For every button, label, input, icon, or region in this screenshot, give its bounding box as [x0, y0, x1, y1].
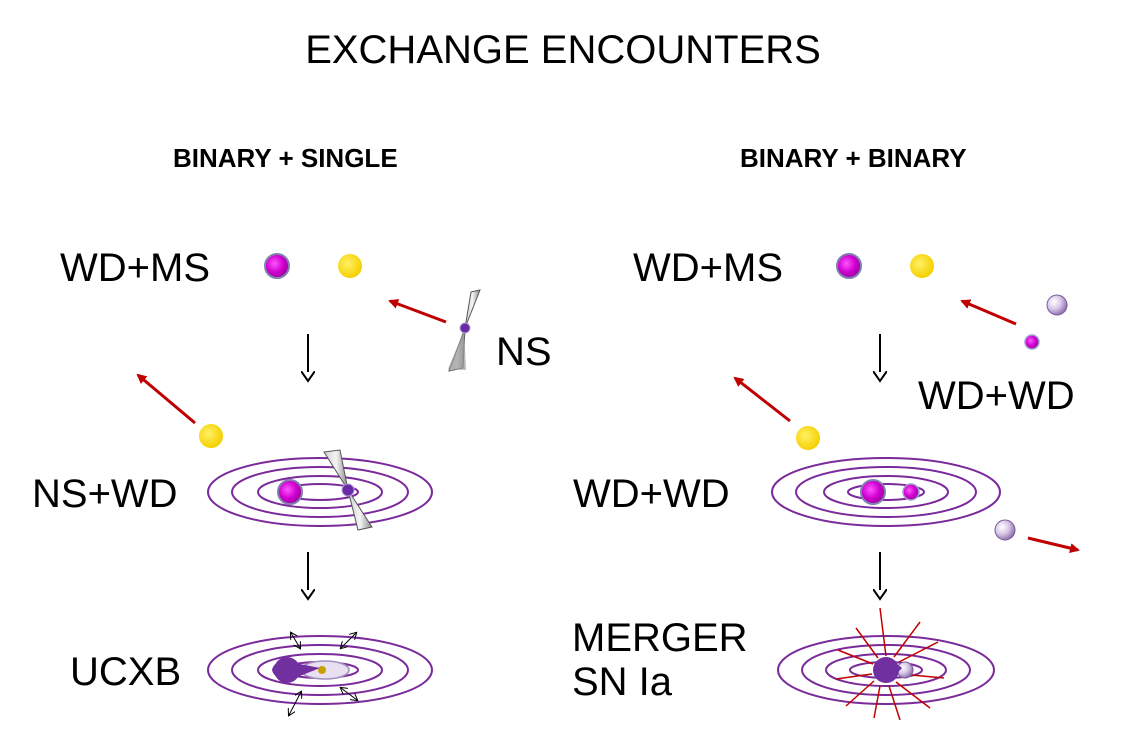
- left-intruder-red-arrow-icon: [388, 299, 447, 324]
- left-initial-label: WD+MS: [60, 246, 210, 290]
- right-binary-white-dwarf-primary: [860, 479, 886, 505]
- right-ejected-white-dwarf: [994, 519, 1016, 541]
- right-result-label-line1: MERGER: [572, 616, 748, 660]
- right-binary-orbits: [771, 457, 1001, 527]
- right-intruder-white-dwarf-large: [1046, 294, 1068, 316]
- left-initial-main-sequence-star: [338, 254, 362, 278]
- left-initial-white-dwarf: [264, 253, 290, 279]
- right-initial-white-dwarf: [836, 253, 862, 279]
- left-binary-label: NS+WD: [32, 472, 178, 516]
- right-intruder-red-arrow-icon: [960, 299, 1017, 326]
- right-initial-label: WD+MS: [633, 246, 783, 290]
- left-intruder-neutron-star: [448, 289, 481, 372]
- right-binary-label: WD+WD: [573, 472, 730, 516]
- left-x-ray-double-headed-arrow-icons: [289, 633, 357, 715]
- right-intruder-label: WD+WD: [918, 374, 1075, 418]
- left-intruder-label: NS: [496, 330, 552, 374]
- right-initial-main-sequence-star: [910, 254, 934, 278]
- left-binary-neutron-star: [323, 449, 373, 531]
- right-merging-white-dwarfs: [873, 657, 914, 683]
- right-binary-white-dwarf-secondary: [902, 483, 920, 501]
- left-accretion-disk: [272, 657, 350, 683]
- right-ejected-red-arrow-icon: [1027, 536, 1080, 553]
- right-ejected-main-sequence-star: [796, 426, 820, 450]
- right-heading: BINARY + BINARY: [740, 143, 967, 173]
- left-binary-orbits: [207, 457, 433, 527]
- right-explosion-burst-lines-icon: [835, 607, 945, 721]
- right-result-label-line2: SN Ia: [572, 660, 673, 704]
- left-binary-white-dwarf: [277, 479, 303, 505]
- page-title: EXCHANGE ENCOUNTERS: [305, 28, 821, 72]
- left-heading: BINARY + SINGLE: [173, 143, 398, 173]
- left-ejected-main-sequence-star: [199, 424, 223, 448]
- left-ejection-red-arrow-icon: [136, 373, 196, 425]
- right-ejection-red-arrow-icon: [733, 376, 791, 423]
- left-result-label: UCXB: [70, 650, 182, 694]
- right-intruder-white-dwarf-small: [1024, 334, 1040, 350]
